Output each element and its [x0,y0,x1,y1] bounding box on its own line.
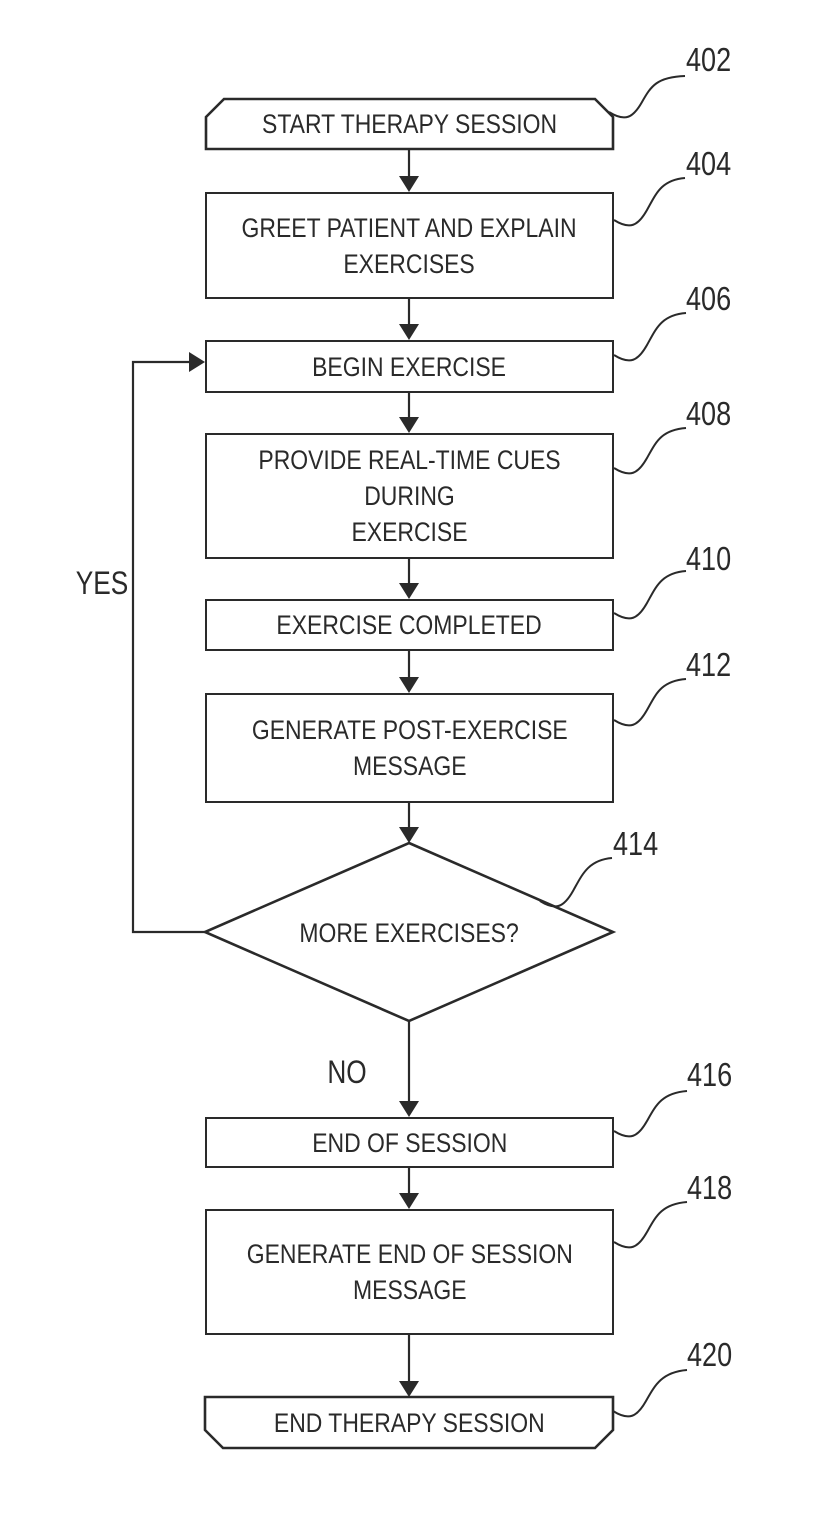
yes-loop [131,352,205,934]
leader-420 [612,1369,688,1418]
start-terminator-shape [204,97,615,151]
node-end-of-session: END OF SESSION [205,1117,614,1168]
node-exercise-completed-label: EXERCISE COMPLETED [276,610,543,640]
node-end-therapy-session: END THERAPY SESSION [205,1396,614,1449]
leader-418 [613,1201,688,1249]
node-start-therapy-session: START THERAPY SESSION [205,98,614,150]
leader-lines [539,75,688,1418]
node-begin-exercise-label: BEGIN EXERCISE [312,351,507,382]
arrowhead-416-418 [399,1193,419,1209]
leader-412 [613,678,687,727]
arrowhead-418-420 [399,1381,419,1397]
node-provide-cues-label: PROVIDE REAL-TIME CUES DURING EXERCISE [258,445,561,547]
node-generate-post-exercise-message-label: GENERATE POST-EXERCISE MESSAGE [251,715,568,781]
node-greet-patient-label: GREET PATIENT AND EXPLAIN EXERCISES [241,212,578,279]
leader-404 [613,177,686,227]
arrowhead-404-406 [399,324,419,340]
arrowhead-412-414 [399,827,419,843]
no-branch-label: NO [327,1054,367,1090]
arrowhead-410-412 [399,677,419,693]
leader-402 [608,75,686,119]
node-end-of-session-label: END OF SESSION [311,1127,508,1158]
ref-406: 406 [686,280,732,317]
ref-416: 416 [687,1056,733,1093]
ref-402: 402 [686,41,732,78]
leader-414 [539,857,613,908]
node-more-exercises-decision: MORE EXERCISES? [205,843,614,1022]
leader-410 [613,570,687,620]
ref-420: 420 [687,1336,733,1373]
leader-406 [613,312,687,362]
ref-404: 404 [686,145,732,182]
node-start-therapy-session-label: START THERAPY SESSION [261,109,558,139]
node-exercise-completed: EXERCISE COMPLETED [205,599,614,651]
end-terminator-shape [203,1395,615,1450]
arrowhead-yes-loop [189,352,205,372]
node-generate-end-of-session-message: GENERATE END OF SESSION MESSAGE [205,1209,614,1335]
arrowhead-402-404 [399,176,419,192]
yes-loop-line [131,360,205,934]
ref-414: 414 [613,825,659,862]
arrowhead-414-416 [399,1101,419,1117]
node-begin-exercise: BEGIN EXERCISE [205,340,614,393]
ref-412: 412 [686,646,732,683]
node-generate-post-exercise-message: GENERATE POST-EXERCISE MESSAGE [205,693,614,803]
leader-408 [613,427,687,475]
node-greet-patient: GREET PATIENT AND EXPLAIN EXERCISES [205,192,614,299]
ref-410: 410 [686,540,732,577]
node-provide-cues: PROVIDE REAL-TIME CUES DURING EXERCISE [205,433,614,559]
node-generate-end-of-session-message-label: GENERATE END OF SESSION MESSAGE [246,1239,573,1305]
node-end-therapy-session-label: END THERAPY SESSION [274,1407,545,1438]
arrowhead-408-410 [399,583,419,599]
ref-408: 408 [686,395,732,432]
connector-arrows [399,150,419,1397]
arrowhead-406-408 [399,417,419,433]
yes-branch-label: YES [75,565,129,601]
node-more-exercises-label: MORE EXERCISES? [299,917,520,948]
leader-416 [613,1090,688,1138]
ref-418: 418 [687,1169,733,1206]
